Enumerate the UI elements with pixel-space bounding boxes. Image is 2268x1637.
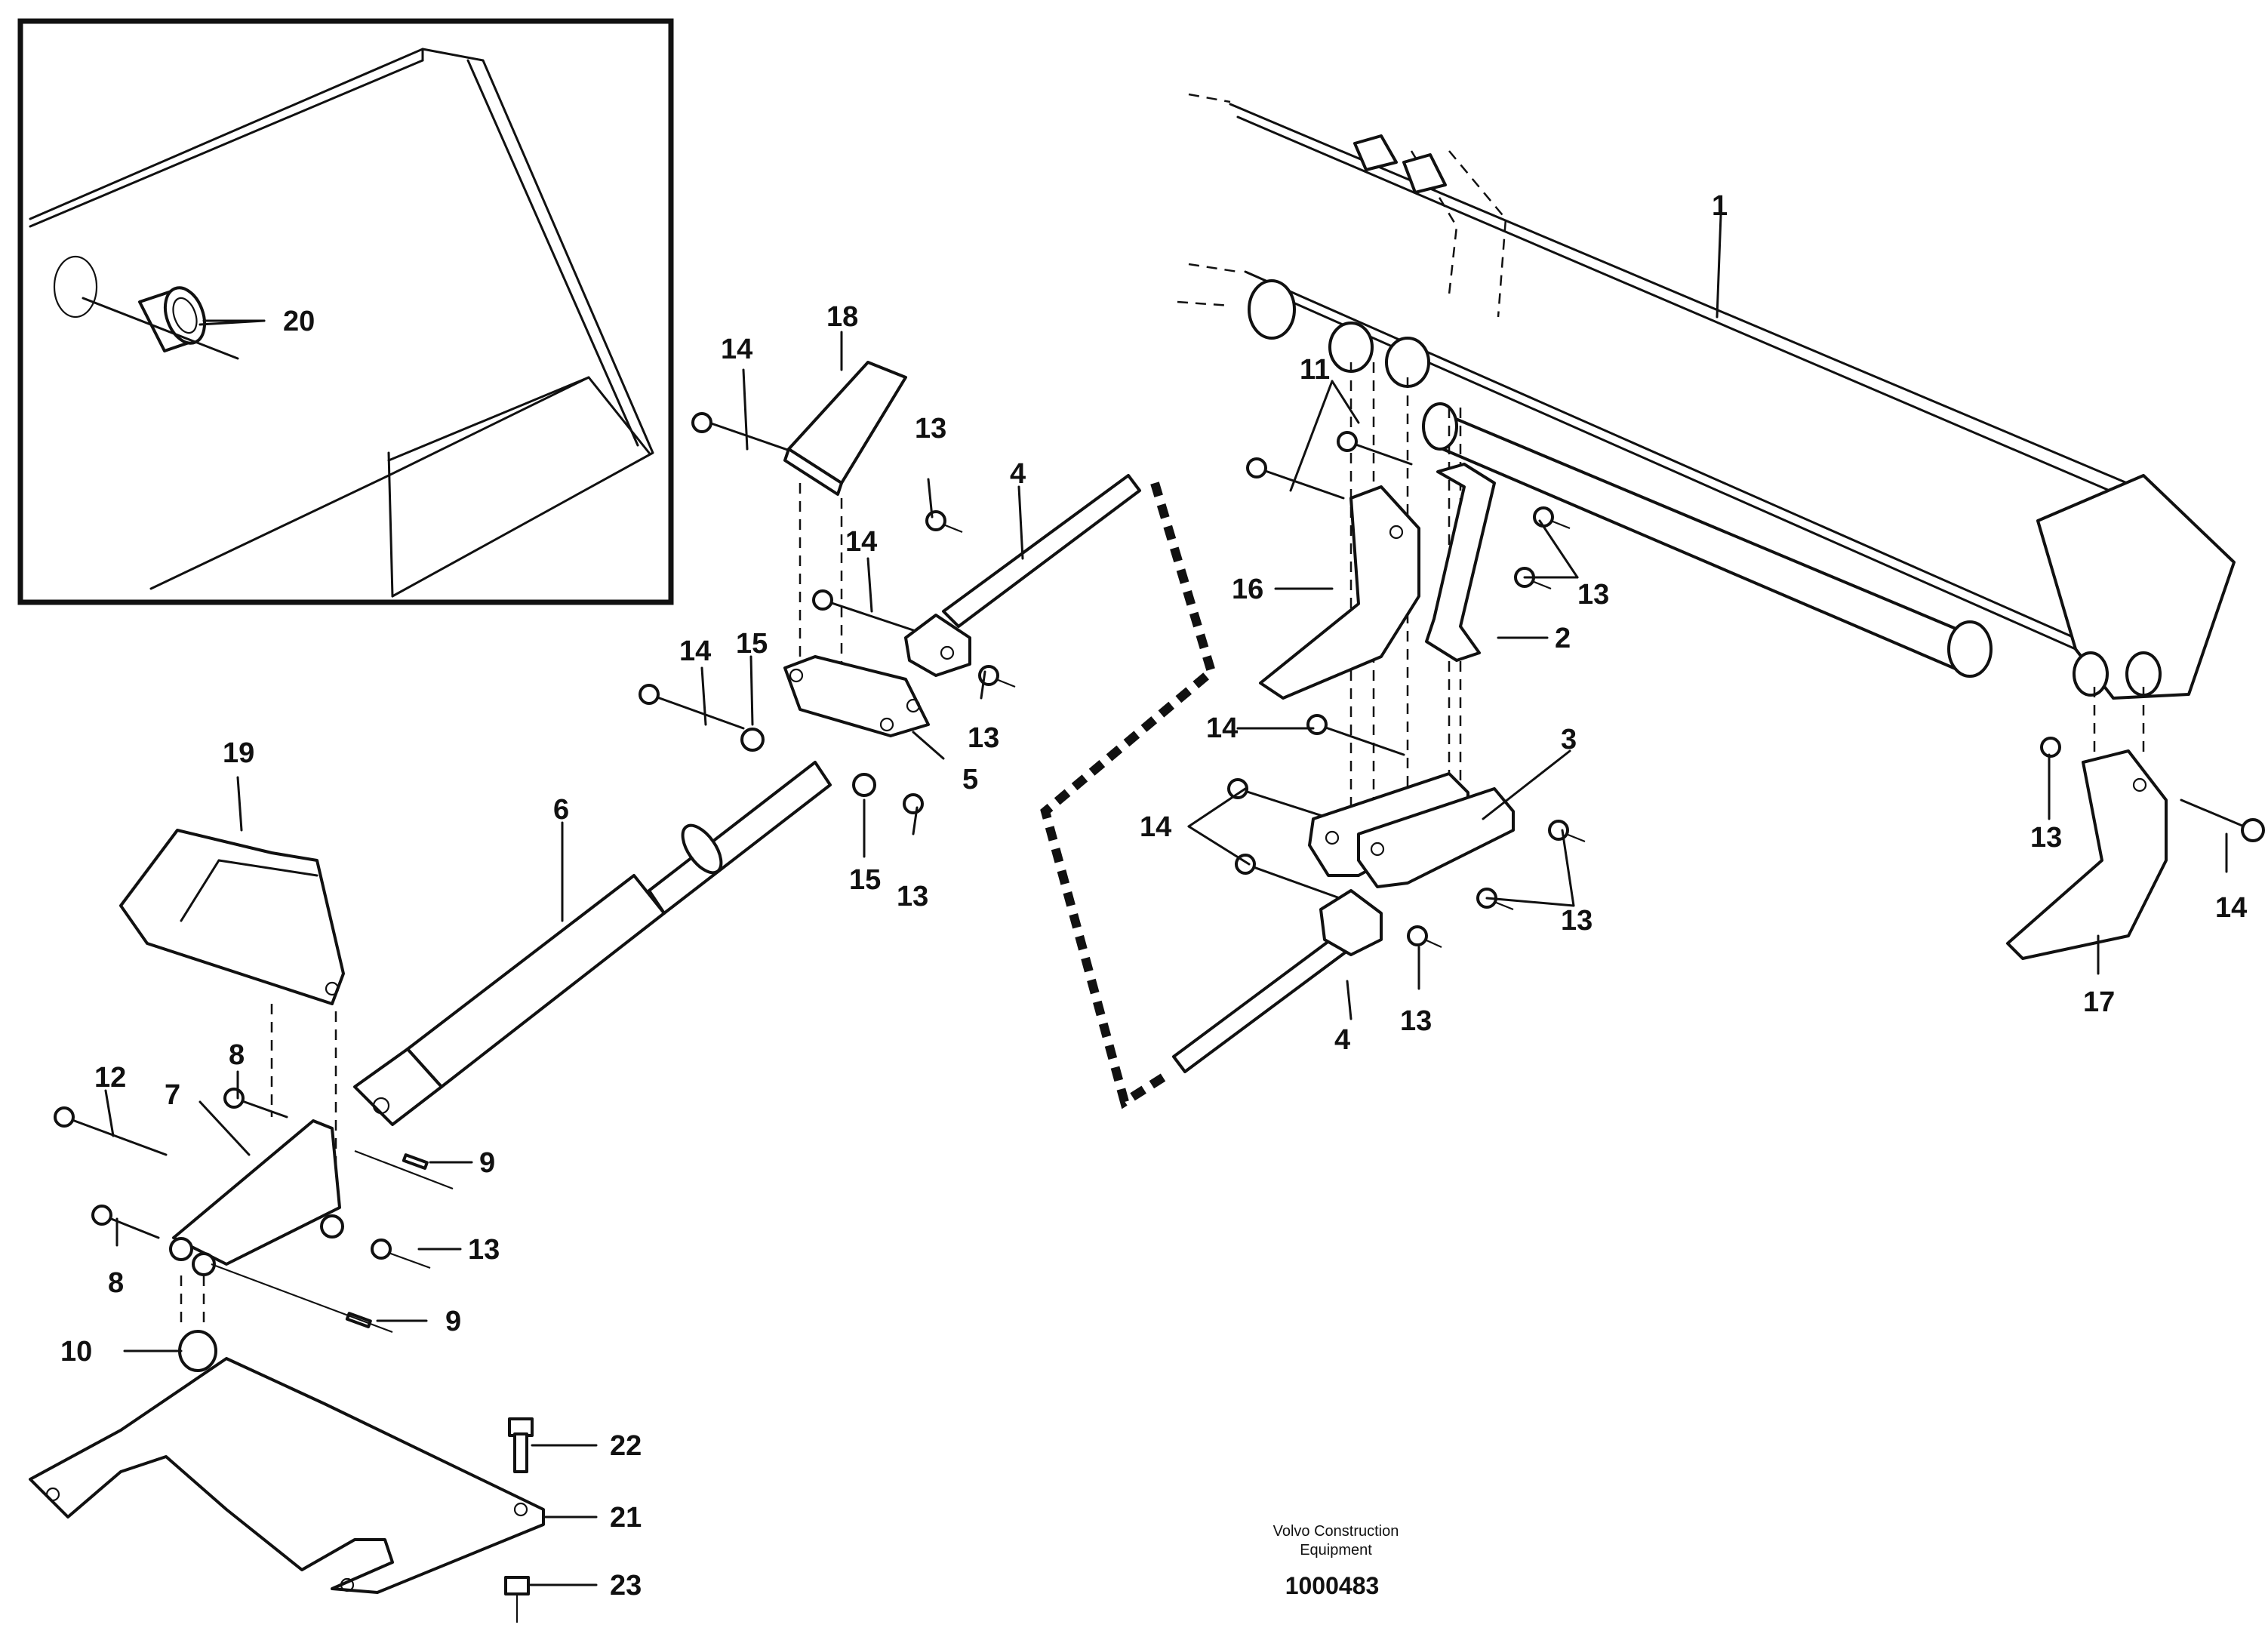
company-name-line2: Equipment	[1300, 1542, 1372, 1559]
callout-8-upper: 8	[229, 1039, 245, 1071]
callout-13-e: 13	[1561, 905, 1593, 937]
callout-8-lower: 8	[108, 1267, 124, 1299]
callout-18: 18	[826, 301, 858, 333]
callout-11: 11	[1300, 354, 1330, 386]
callout-labels: 1 2 3 4 4 5 6 7 8 8 9 9 10 11 12 13 13 1…	[60, 190, 2247, 1602]
callout-19: 19	[223, 737, 254, 769]
leader-lines	[104, 214, 2228, 1586]
main-beam	[1177, 93, 2236, 700]
bolt-22	[508, 1417, 534, 1473]
callout-17: 17	[2083, 986, 2115, 1018]
callout-15-b: 15	[849, 864, 881, 896]
company-name-line1: Volvo Construction	[1273, 1523, 1399, 1540]
bolts	[54, 412, 2265, 1239]
rod-4-upper	[904, 474, 1141, 677]
bracket-21	[29, 1357, 545, 1594]
rod-4-lower	[1172, 889, 1383, 1073]
pins-9	[211, 1149, 454, 1334]
callout-6: 6	[553, 794, 569, 826]
callout-9-lower: 9	[445, 1306, 461, 1337]
callout-14-e: 14	[1140, 811, 1171, 843]
nuts-washers	[371, 506, 2061, 1269]
callout-14-b: 14	[845, 526, 877, 558]
callout-13-g: 13	[2030, 822, 2062, 854]
inset-detail	[17, 18, 674, 605]
break-outline	[1040, 482, 1217, 1109]
callout-7: 7	[165, 1079, 180, 1111]
bracket-7	[169, 1119, 344, 1328]
callout-4-lower: 4	[1334, 1024, 1350, 1056]
callout-23: 23	[610, 1570, 642, 1602]
callout-12: 12	[94, 1062, 126, 1094]
plate-3	[1308, 772, 1515, 888]
spacer-10	[178, 1330, 217, 1372]
callout-21: 21	[610, 1502, 642, 1534]
bracket-19	[119, 829, 345, 1208]
callout-14-c: 14	[679, 635, 711, 667]
callout-4-upper: 4	[1010, 458, 1026, 490]
nut-23	[504, 1576, 530, 1623]
link-2	[1425, 463, 1496, 662]
cylinder-6	[353, 761, 832, 1126]
callout-1: 1	[1712, 190, 1728, 222]
callout-20: 20	[283, 306, 315, 337]
bushing-20	[138, 286, 207, 352]
callout-13-f: 13	[1400, 1005, 1432, 1037]
lever-17	[2006, 749, 2168, 960]
callout-22: 22	[610, 1430, 642, 1462]
callout-13-b: 13	[1577, 579, 1609, 611]
bracket-5	[783, 655, 930, 737]
callout-9-upper: 9	[479, 1147, 495, 1179]
callout-3: 3	[1561, 724, 1577, 755]
callout-13-c: 13	[968, 722, 999, 754]
callout-10: 10	[60, 1336, 92, 1368]
callout-14-a: 14	[721, 334, 752, 365]
callout-16: 16	[1232, 574, 1263, 605]
callout-2: 2	[1555, 623, 1571, 654]
footer: Volvo Construction Equipment 1000483	[1273, 1523, 1399, 1599]
callout-13-h: 13	[468, 1234, 500, 1266]
drawing-number: 1000483	[1285, 1572, 1380, 1599]
callout-14-d: 14	[1206, 712, 1238, 744]
callout-14-f: 14	[2215, 892, 2247, 924]
callout-13-d: 13	[897, 881, 928, 912]
callout-13-a: 13	[915, 413, 946, 445]
block-18	[783, 361, 907, 672]
callout-5: 5	[962, 764, 978, 795]
callout-15-a: 15	[736, 628, 768, 660]
lever-16	[1259, 485, 1420, 700]
